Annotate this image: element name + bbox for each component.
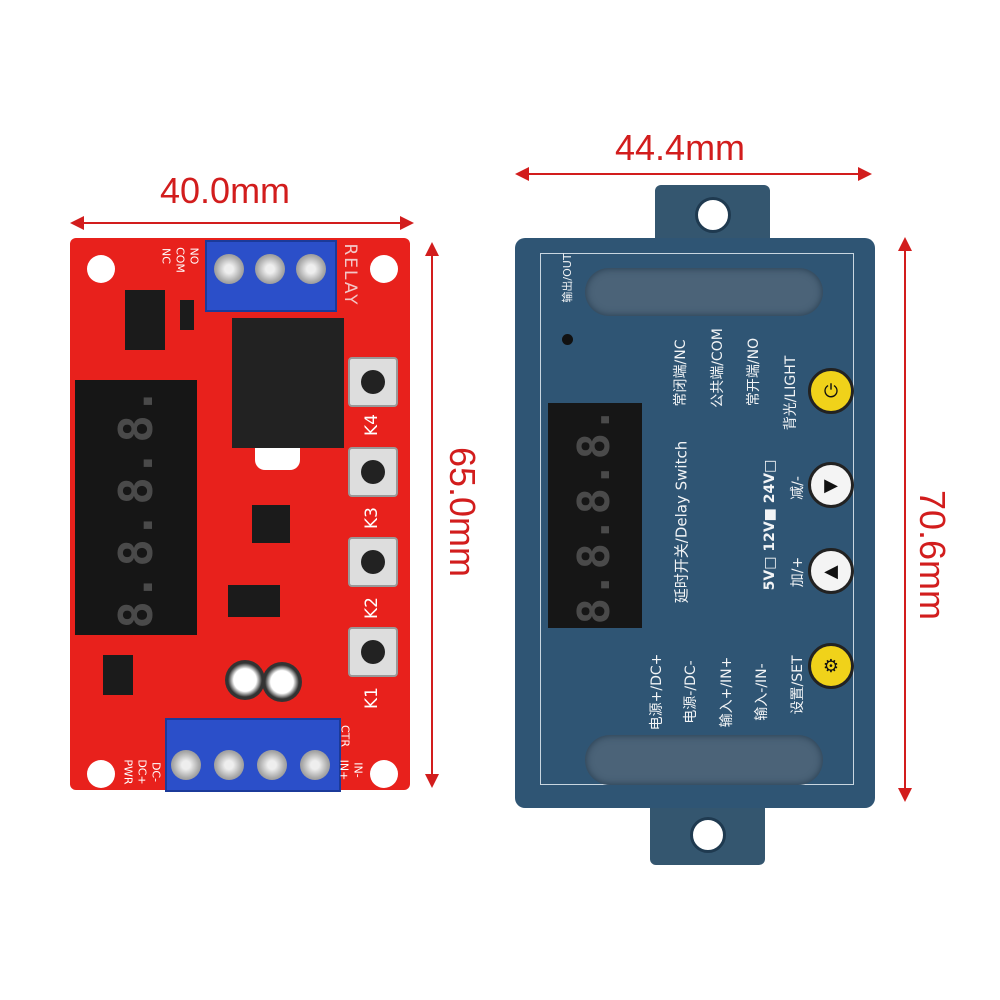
capacitor (262, 662, 302, 702)
label-dc-plus: 电源+/DC+ (649, 653, 665, 731)
diode (180, 300, 194, 330)
bottom-slot (585, 735, 823, 785)
triangle-right-icon: ▶ (824, 474, 838, 496)
voltage-options: 5V□ 12V■ 24V□ (762, 459, 778, 591)
gear-icon: ⚙ (822, 655, 840, 677)
arrowhead-icon (858, 167, 872, 181)
light-power-button[interactable]: ⏻ (808, 368, 854, 414)
terminal-label-in-minus: IN- (351, 762, 365, 778)
pcb-height-arrow (431, 250, 433, 780)
arrowhead-icon (425, 242, 439, 256)
label-no: 常开端/NO (746, 337, 762, 407)
label-com: 公共端/COM (710, 328, 726, 408)
display-digit: 8. (109, 449, 163, 505)
microcontroller-chip (252, 505, 290, 543)
button-k4[interactable] (348, 357, 398, 407)
label-in-minus: 输入-/IN- (754, 663, 770, 721)
pcb-width-arrow (78, 222, 408, 224)
terminal-label-nc: NC (159, 248, 173, 264)
arrowhead-icon (400, 216, 414, 230)
pcb-height-label: 65.0mm (442, 446, 483, 578)
label-down: 减/- (790, 476, 806, 500)
pcb-width-label: 40.0mm (160, 170, 291, 211)
output-led (562, 334, 573, 345)
label-light: 背光/LIGHT (783, 355, 799, 431)
terminal-label-in-plus: IN+ (337, 759, 351, 781)
pwr-label: PWR (121, 759, 135, 785)
screw-icon[interactable] (296, 254, 326, 284)
screw-icon[interactable] (255, 254, 285, 284)
display-digit: 8. (569, 406, 620, 460)
module-width-label: 44.4mm (615, 127, 746, 168)
terminal-label-com: COM (173, 247, 187, 273)
optocoupler-chip (125, 290, 165, 350)
out-label: 输出/OUT (561, 253, 574, 303)
display-digit: 8. (569, 571, 620, 625)
down-button[interactable]: ▶ (808, 462, 854, 508)
label-up: 加/+ (790, 556, 806, 588)
up-button[interactable]: ◀ (808, 548, 854, 594)
label-k1: K1 (362, 687, 382, 709)
module-height-arrow (904, 245, 906, 793)
voltage-regulator (103, 655, 133, 695)
label-dc-minus: 电源-/DC- (683, 660, 699, 724)
optocoupler-chip-2 (228, 585, 280, 617)
arrowhead-icon (70, 216, 84, 230)
module-height-label: 70.6mm (912, 489, 953, 621)
button-k2[interactable] (348, 537, 398, 587)
module-led-display: 8. 8. 8. 8. (548, 403, 642, 628)
terminal-label-no: NO (187, 247, 201, 265)
arrowhead-icon (898, 237, 912, 251)
display-digit: 8. (109, 573, 163, 629)
ctr-label: CTR (338, 724, 352, 748)
label-k3: K3 (362, 507, 382, 529)
button-k1[interactable] (348, 627, 398, 677)
label-set: 设置/SET (790, 655, 806, 715)
arrowhead-icon (515, 167, 529, 181)
set-button[interactable]: ⚙ (808, 643, 854, 689)
input-terminal-block (165, 718, 341, 792)
relay (232, 318, 344, 448)
screw-icon[interactable] (257, 750, 287, 780)
triangle-left-icon: ◀ (824, 560, 838, 582)
relay-terminal-block (205, 240, 337, 312)
screw-icon[interactable] (214, 254, 244, 284)
label-in-plus: 输入+/IN+ (719, 656, 735, 728)
relay-label: RELAY (340, 243, 360, 307)
button-k3[interactable] (348, 447, 398, 497)
display-digit: 8. (109, 511, 163, 567)
top-slot (585, 268, 823, 316)
label-k4: K4 (362, 414, 382, 436)
module-title: 延时开关/Delay Switch (672, 440, 691, 604)
display-digit: 8. (569, 461, 620, 515)
screw-icon[interactable] (171, 750, 201, 780)
arrowhead-icon (425, 774, 439, 788)
module-width-arrow (522, 173, 866, 175)
display-digit: 8. (109, 387, 163, 443)
display-digit: 8. (569, 516, 620, 570)
relay-cutout (255, 448, 300, 470)
mounting-hole (370, 760, 398, 788)
terminal-label-dc-plus: DC+ (135, 759, 149, 785)
power-icon: ⏻ (823, 380, 839, 402)
pcb-led-display: 8. 8. 8. 8. (75, 380, 197, 635)
screw-icon[interactable] (300, 750, 330, 780)
mounting-hole (695, 197, 731, 233)
mounting-hole (690, 817, 726, 853)
label-k2: K2 (362, 597, 382, 619)
mounting-hole (87, 760, 115, 788)
label-nc: 常闭端/NC (673, 339, 689, 407)
arrowhead-icon (898, 788, 912, 802)
mounting-hole (370, 255, 398, 283)
terminal-label-dc-minus: DC- (149, 761, 163, 783)
screw-icon[interactable] (214, 750, 244, 780)
mounting-hole (87, 255, 115, 283)
capacitor (225, 660, 265, 700)
